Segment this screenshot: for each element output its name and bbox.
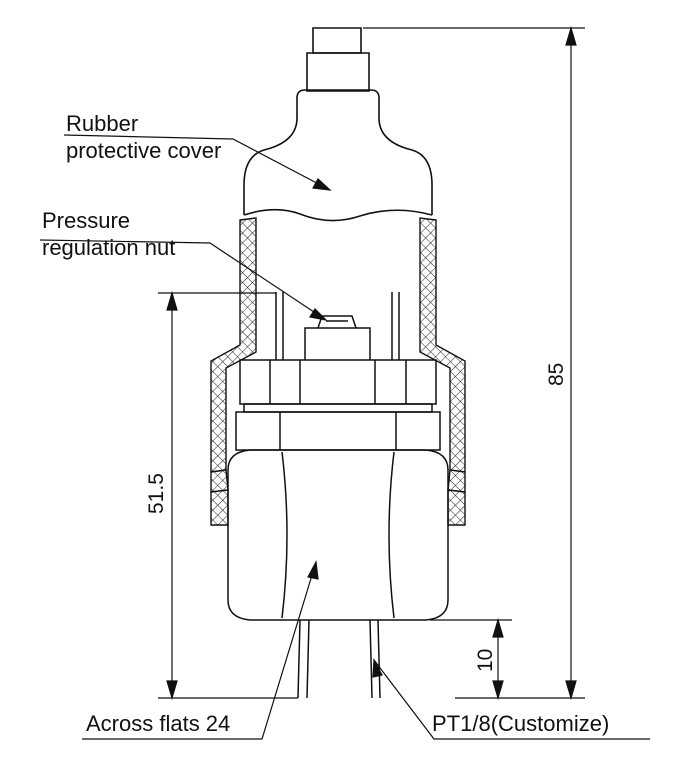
label-protective-cover: protective cover [66,138,222,163]
internal-parts [228,292,448,698]
left-lip [211,470,228,492]
hex-collar [236,412,440,450]
right-lip [448,470,465,492]
arrow-10-top [493,620,503,637]
label-rubber: Rubber [66,111,139,136]
left-hatched-wall [211,218,256,472]
arrow-515-top [167,293,177,310]
hex-body [228,450,448,620]
thread-inner-left [307,620,309,698]
cover-section-line [244,210,432,221]
regulation-nut-top [318,316,356,328]
leader-lines [40,135,650,739]
hatched-walls [211,218,465,525]
dim-text-85: 85 [545,362,568,386]
dimension-lines [158,28,585,698]
left-lower-hatch [211,490,228,525]
right-hatched-wall [420,218,465,472]
leader-rubber-cover [64,135,330,190]
base-plate [244,404,432,412]
cable-stub [313,28,361,53]
hex-flat-left [282,452,287,618]
thread-outline [298,620,380,698]
hex-flat-right [389,452,394,618]
arrow-85-bottom [566,681,576,698]
rubber-cover-left [244,98,297,215]
leader-regulation-nut [40,240,326,320]
leader-flats-arrow [308,562,318,579]
dim-text-10: 10 [474,648,497,672]
arrow-85-top [566,28,576,45]
label-pressure: Pressure [42,208,131,233]
thread-inner-right [370,620,372,698]
rubber-cover-right [297,90,432,215]
right-lower-hatch [448,490,465,525]
switch-body [244,28,432,221]
regulation-nut-body [305,328,370,360]
cable-collar [307,53,369,91]
leader-nut-arrow [310,309,326,320]
leader-thread-arrow [373,660,382,677]
label-thread: PT1/8(Customize) [432,711,610,736]
arrow-515-bottom [167,681,177,698]
dim-text-515: 51.5 [145,473,168,514]
arrow-10-bottom [493,681,503,698]
leader-thread [374,660,650,739]
leader-across-flats [82,562,316,739]
label-regulation-nut: regulation nut [42,235,176,260]
leader-rubber-arrow [313,179,330,190]
label-across-flats: Across flats 24 [86,711,231,736]
